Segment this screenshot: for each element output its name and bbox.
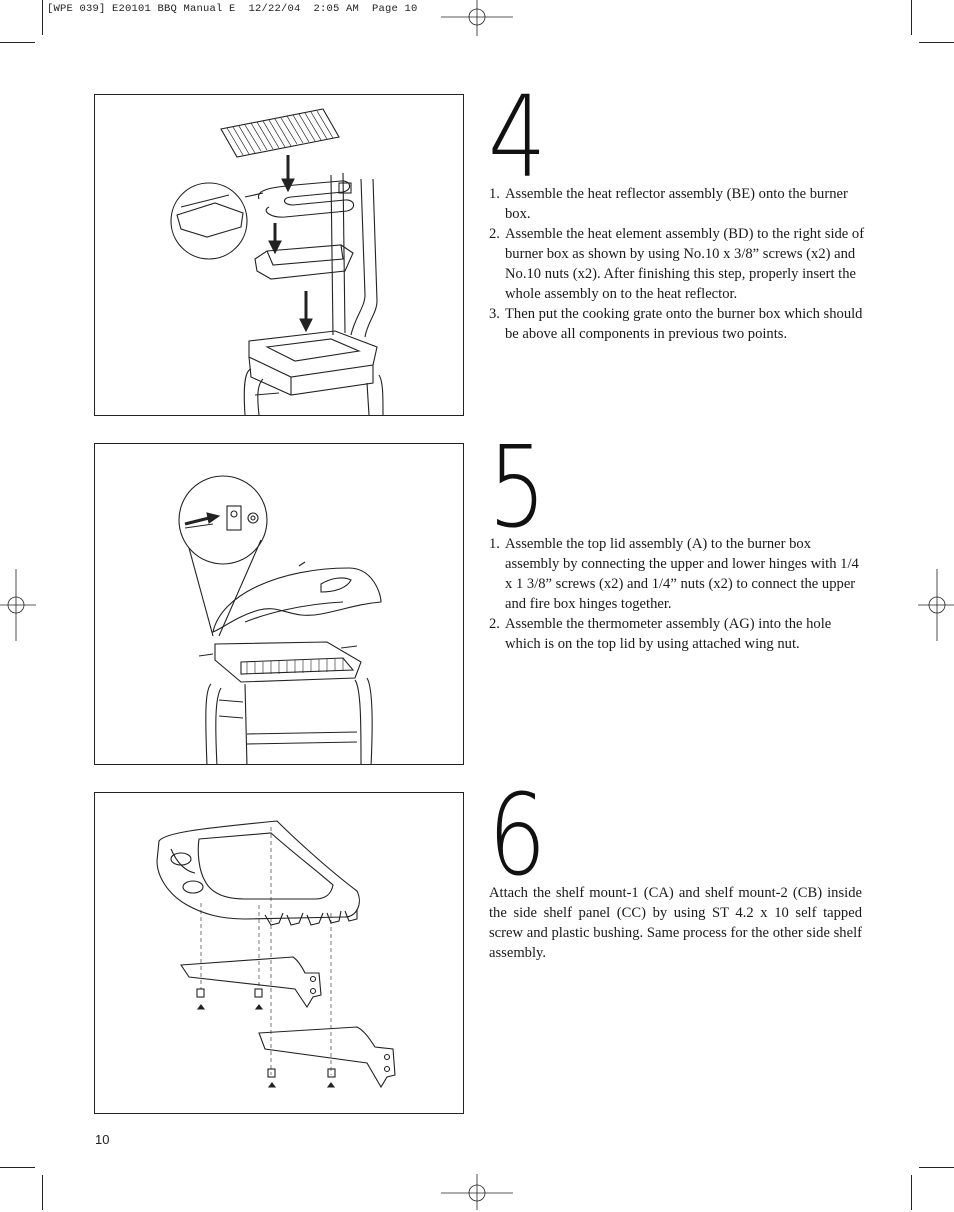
instruction-item: 2. Assemble the heat element assembly (BD… [489, 224, 865, 304]
crop-mark [919, 42, 954, 43]
registration-mark-icon [918, 569, 954, 641]
registration-mark-icon [441, 0, 513, 36]
instruction-number: 2. [489, 226, 500, 242]
step-6-instructions: Attach the shelf mount-1 (CA) and shelf … [489, 885, 862, 961]
crop-mark [0, 42, 35, 43]
registration-mark-icon [0, 569, 36, 641]
instruction-item: 1. Assemble the heat reflector assembly (… [489, 184, 865, 224]
crop-mark [919, 1167, 954, 1168]
instruction-text: Assemble the heat element assembly (BD) … [505, 226, 865, 302]
crop-mark [0, 1167, 35, 1168]
instruction-number: 3. [489, 306, 500, 322]
crop-mark [42, 0, 43, 35]
step-5-instructions: 1. Assemble the top lid assembly (A) to t… [489, 534, 865, 654]
crop-mark [42, 1175, 43, 1210]
crop-mark [911, 0, 912, 35]
instruction-text: Then put the cooking grate onto the burn… [505, 306, 863, 342]
print-slug: [WPE 039] E20101 BBQ Manual E 12/22/04 2… [47, 3, 418, 15]
instruction-item: 2. Assemble the thermometer assembly (AG)… [489, 614, 865, 654]
instruction-text: Assemble the heat reflector assembly (BE… [505, 186, 848, 222]
step-5-figure [94, 443, 464, 765]
instruction-number: 1. [489, 186, 500, 202]
grill-exploded-assembly-icon [170, 108, 384, 415]
step-4-figure [94, 94, 464, 416]
crop-mark [911, 1175, 912, 1210]
step-5-number: 5 [488, 423, 547, 553]
instruction-text: Assemble the top lid assembly (A) to the… [505, 536, 859, 612]
side-shelf-mount-icon [156, 820, 396, 1089]
step-6-figure [94, 792, 464, 1114]
registration-mark-icon [441, 1174, 513, 1210]
instruction-number: 2. [489, 616, 500, 632]
page-number: 10 [95, 1132, 110, 1147]
instruction-number: 1. [489, 536, 500, 552]
instruction-text: Assemble the thermometer assembly (AG) i… [505, 616, 832, 652]
step-6-number: 6 [488, 771, 547, 901]
step-4-instructions: 1. Assemble the heat reflector assembly (… [489, 184, 865, 344]
instruction-item: 3. Then put the cooking grate onto the bu… [489, 304, 865, 344]
instruction-item: 1. Assemble the top lid assembly (A) to t… [489, 534, 865, 614]
grill-lid-hinge-icon [178, 475, 382, 764]
step-4-number: 4 [488, 73, 547, 203]
